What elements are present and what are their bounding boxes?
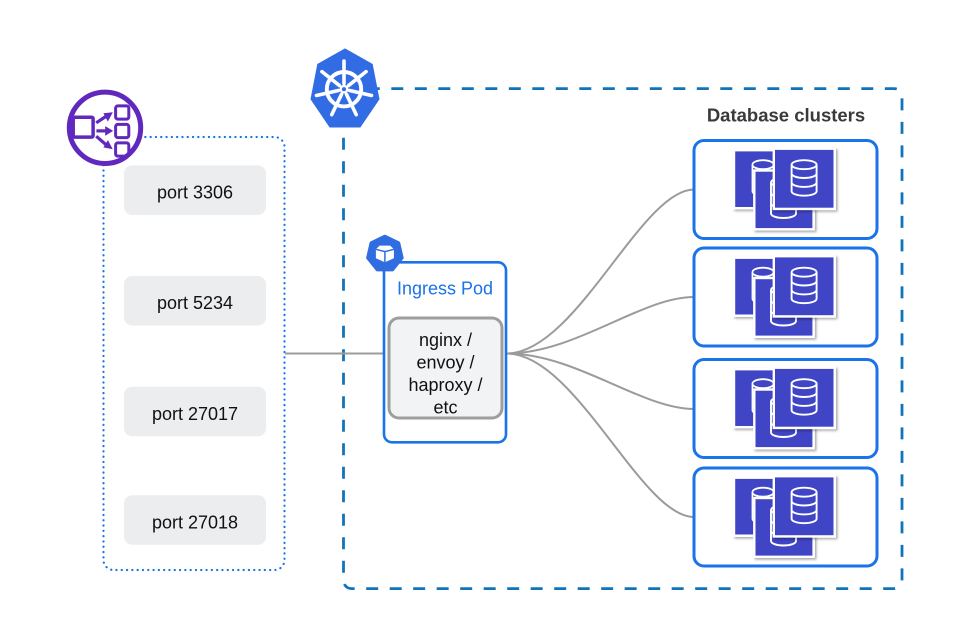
svg-text:port 5234: port 5234 <box>157 293 233 313</box>
svg-text:Ingress Pod: Ingress Pod <box>397 278 493 298</box>
svg-text:nginx /: nginx / <box>419 330 472 350</box>
svg-text:haproxy /: haproxy / <box>408 375 482 395</box>
svg-text:port 27018: port 27018 <box>152 512 238 532</box>
svg-text:port 27017: port 27017 <box>152 404 238 424</box>
svg-text:etc: etc <box>433 397 457 417</box>
svg-text:Database clusters: Database clusters <box>707 105 865 126</box>
svg-text:port 3306: port 3306 <box>157 182 233 202</box>
svg-text:envoy /: envoy / <box>416 353 474 373</box>
